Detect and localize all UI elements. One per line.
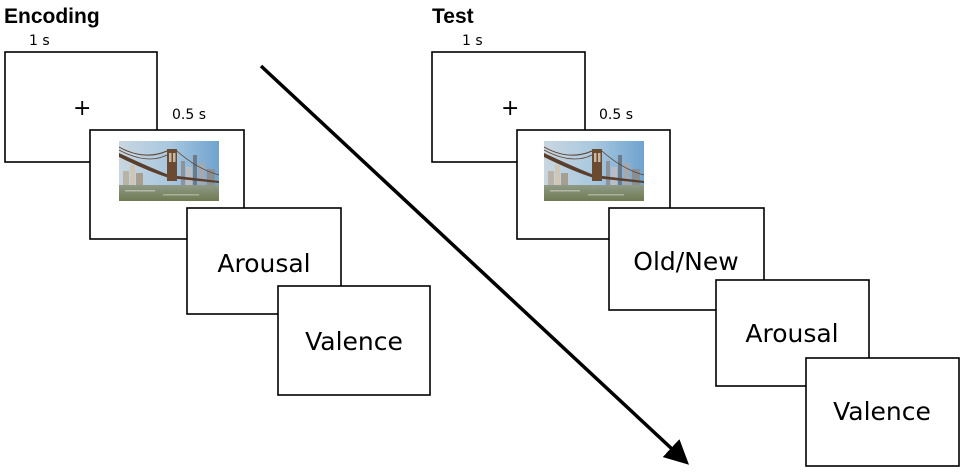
encoding-valence-label: Valence (305, 327, 403, 356)
test-heading: Test (432, 5, 474, 28)
time-arrow (259, 64, 689, 465)
test-fixation-cross: + (501, 96, 519, 121)
bridge-photo-icon (543, 140, 645, 202)
bridge-photo-icon (118, 140, 220, 202)
test-valence-screen (805, 357, 960, 467)
encoding-valence-screen (277, 285, 431, 396)
encoding-heading: Encoding (4, 5, 100, 28)
test-valence-label: Valence (833, 397, 931, 426)
encoding-panel: Encoding 1 s + 0.5 s Arousal Valence (4, 5, 431, 396)
encoding-image-duration: 0.5 s (172, 107, 206, 123)
test-fixation-duration: 1 s (462, 33, 483, 49)
encoding-arousal-label: Arousal (217, 249, 310, 278)
test-old-new-label: Old/New (633, 247, 738, 276)
test-image-duration: 0.5 s (599, 107, 633, 123)
test-arousal-label: Arousal (745, 319, 838, 348)
encoding-fixation-duration: 1 s (29, 33, 50, 49)
encoding-fixation-cross: + (73, 96, 91, 121)
test-panel: Test 1 s + 0.5 s Old/New Arousal Valence (431, 5, 960, 467)
